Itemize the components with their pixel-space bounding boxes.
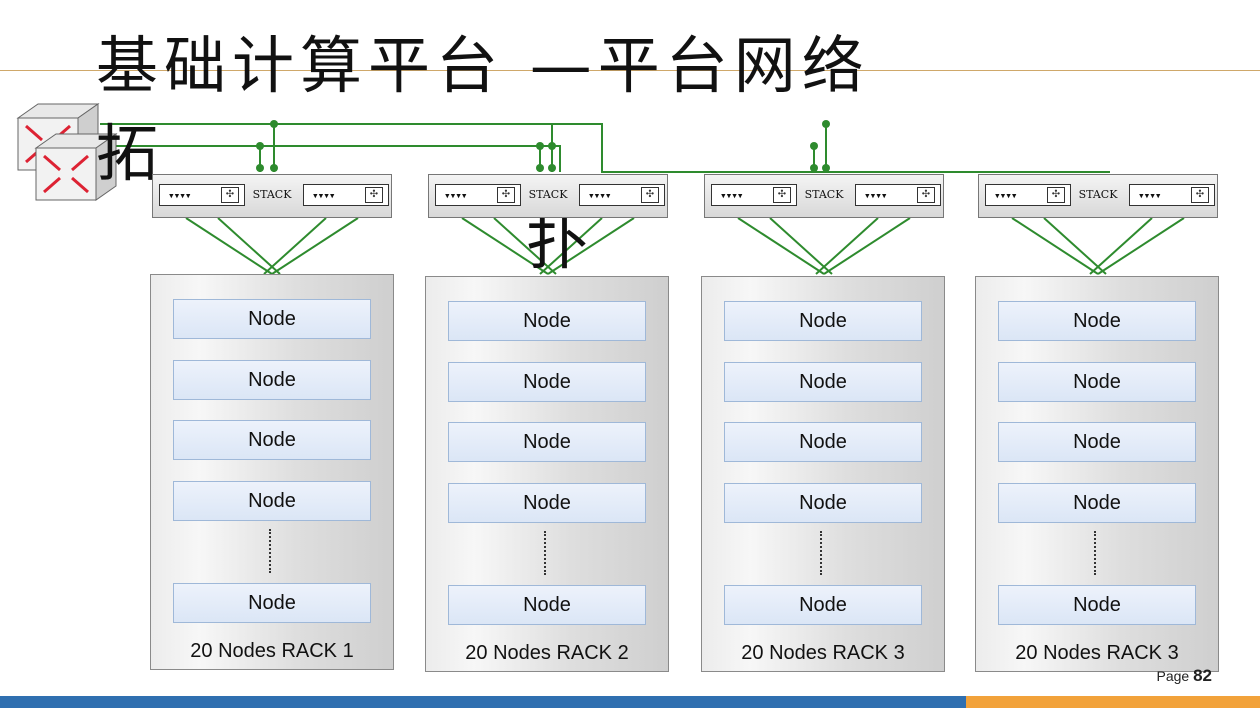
page-number: Page 82: [1156, 666, 1212, 686]
switch-box-icon: ✣: [1191, 187, 1209, 203]
switch-box-icon: ✣: [1047, 187, 1065, 203]
switch-stack-4: ▾▾▾▾ ✣ STACK ▾▾▾▾ ✣: [978, 174, 1218, 218]
rack-1: Node Node Node Node Node 20 Nodes RACK 1: [150, 274, 394, 670]
node: Node: [173, 299, 371, 339]
node: Node: [448, 301, 646, 341]
node: Node: [448, 362, 646, 402]
page-prefix: Page: [1156, 668, 1190, 684]
rack-4: Node Node Node Node Node 20 Nodes RACK 3: [975, 276, 1219, 672]
ellipsis-dots: [544, 531, 552, 575]
switch-stack-3: ▾▾▾▾ ✣ STACK ▾▾▾▾ ✣: [704, 174, 944, 218]
node: Node: [998, 301, 1196, 341]
switch-unit: ▾▾▾▾ ✣: [855, 184, 941, 206]
node: Node: [998, 362, 1196, 402]
footer-bar-orange: [966, 696, 1260, 708]
switch-box-icon: ✣: [221, 187, 239, 203]
node: Node: [998, 585, 1196, 625]
ellipsis-dots: [269, 529, 277, 573]
rack-label: 20 Nodes RACK 3: [1015, 642, 1179, 664]
switch-ports: ▾▾▾▾: [312, 189, 335, 202]
core-router-icon: [16, 103, 118, 201]
switch-ports: ▾▾▾▾: [1138, 189, 1161, 202]
node: Node: [173, 583, 371, 623]
switch-unit: ▾▾▾▾ ✣: [711, 184, 797, 206]
switch-box-icon: ✣: [641, 187, 659, 203]
switch-box-icon: ✣: [497, 187, 515, 203]
stack-label: STACK: [252, 188, 292, 201]
stack-label: STACK: [528, 188, 568, 201]
switch-unit: ▾▾▾▾ ✣: [579, 184, 665, 206]
switch-box-icon: ✣: [773, 187, 791, 203]
slide-title: 基础计算平台 —平台网络拓 扑: [96, 22, 926, 286]
switch-ports: ▾▾▾▾: [444, 189, 467, 202]
node: Node: [724, 362, 922, 402]
switch-ports: ▾▾▾▾: [588, 189, 611, 202]
rack-label: 20 Nodes RACK 1: [190, 640, 354, 662]
switch-box-icon: ✣: [365, 187, 383, 203]
node: Node: [998, 483, 1196, 523]
node: Node: [724, 301, 922, 341]
switch-unit: ▾▾▾▾ ✣: [985, 184, 1071, 206]
switch-stack-1: ▾▾▾▾ ✣ STACK ▾▾▾▾ ✣: [152, 174, 392, 218]
switch-unit: ▾▾▾▾ ✣: [435, 184, 521, 206]
slide-title-line1: 基础计算平台 —平台网络拓: [96, 29, 870, 190]
node: Node: [173, 481, 371, 521]
switch-unit: ▾▾▾▾ ✣: [1129, 184, 1215, 206]
node: Node: [448, 585, 646, 625]
switch-unit: ▾▾▾▾ ✣: [303, 184, 389, 206]
node: Node: [173, 420, 371, 460]
switch-stack-2: ▾▾▾▾ ✣ STACK ▾▾▾▾ ✣: [428, 174, 668, 218]
switch-unit: ▾▾▾▾ ✣: [159, 184, 245, 206]
node: Node: [173, 360, 371, 400]
switch-ports: ▾▾▾▾: [720, 189, 743, 202]
switch-box-icon: ✣: [917, 187, 935, 203]
rack-2: Node Node Node Node Node 20 Nodes RACK 2: [425, 276, 669, 672]
footer-bar-blue: [0, 696, 966, 708]
rack-label: 20 Nodes RACK 2: [465, 642, 629, 664]
node: Node: [448, 483, 646, 523]
stack-label: STACK: [1078, 188, 1118, 201]
stack-label: STACK: [804, 188, 844, 201]
node: Node: [724, 422, 922, 462]
rack-3: Node Node Node Node Node 20 Nodes RACK 3: [701, 276, 945, 672]
title-rule: [0, 70, 1260, 71]
node: Node: [724, 585, 922, 625]
page-number-value: 82: [1193, 666, 1212, 685]
ellipsis-dots: [1094, 531, 1102, 575]
node: Node: [724, 483, 922, 523]
node: Node: [448, 422, 646, 462]
node: Node: [998, 422, 1196, 462]
rack-label: 20 Nodes RACK 3: [741, 642, 905, 664]
switch-ports: ▾▾▾▾: [168, 189, 191, 202]
switch-ports: ▾▾▾▾: [864, 189, 887, 202]
ellipsis-dots: [820, 531, 828, 575]
switch-ports: ▾▾▾▾: [994, 189, 1017, 202]
